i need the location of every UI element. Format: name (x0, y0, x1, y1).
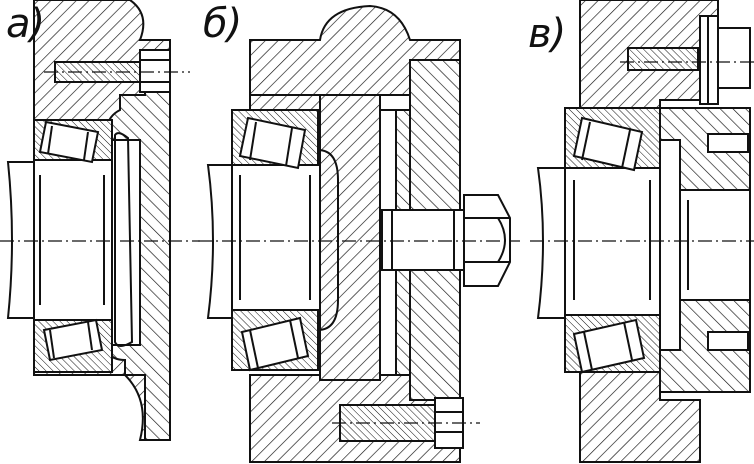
panel-v-shaft (536, 167, 573, 319)
panel-label-a: а) (6, 1, 45, 47)
panel-b-drawing (198, 4, 520, 463)
panel-a-inner-race (33, 159, 113, 321)
panel-b-center-bolt (381, 209, 465, 271)
panel-a-upper-roller (38, 120, 100, 164)
panel-a-drawing (0, 0, 200, 441)
panel-b-upper-roller (238, 116, 307, 170)
panel-a-shaft (6, 161, 41, 319)
panel-label-v: в) (528, 11, 566, 57)
panel-v-upper-bolt (627, 47, 699, 71)
panel-v-upper-pin (707, 133, 749, 153)
panel-b-middle-disc (319, 94, 381, 381)
panel-a-lower-roller (42, 318, 104, 362)
panel-label-b: б) (203, 1, 242, 47)
panel-v-lower-pin (707, 331, 749, 351)
panel-v-drawing (530, 0, 754, 463)
panel-b-inner-race (231, 149, 321, 326)
